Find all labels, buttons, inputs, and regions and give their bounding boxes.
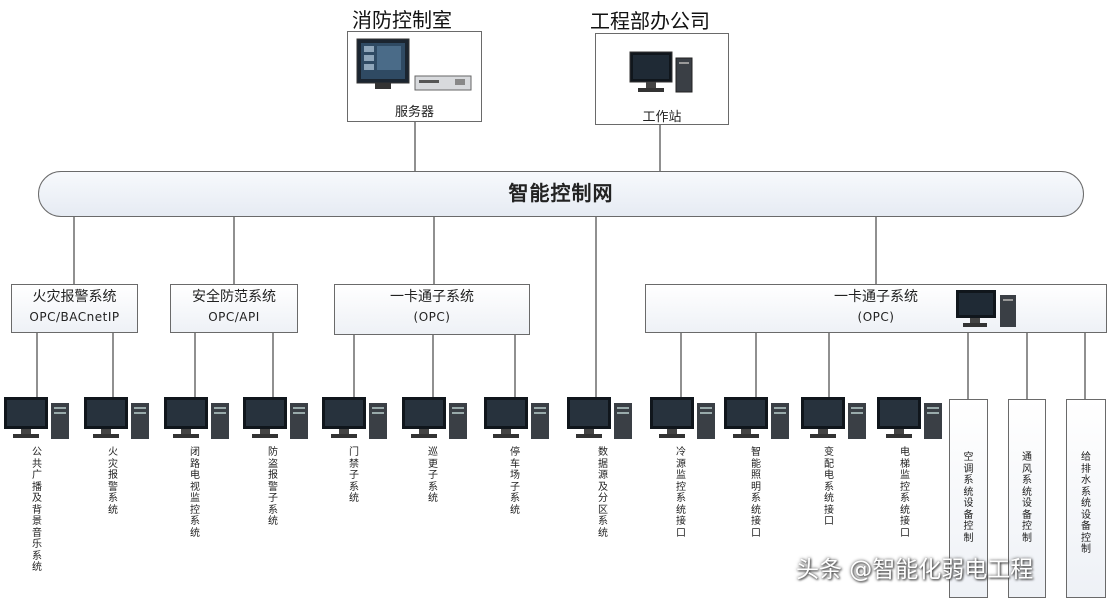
system-name: 火灾报警系统 [32,289,117,305]
terminal-label: 变配电系统接口 [824,447,834,527]
fire-control-room-title: 消防控制室 [352,8,452,32]
server-box: 服务器 [347,31,482,122]
computer-icon [3,395,73,443]
computer-icon [242,395,312,443]
system-name: 安全防范系统 [192,289,276,305]
control-box-label: 通风系统设备控制 [1022,452,1032,544]
terminal-label: 门禁子系统 [349,447,359,504]
control-box-label: 给排水系统设备控制 [1081,452,1091,555]
system-protocol: (OPC) [413,310,451,324]
terminal-label: 防盗报警子系统 [268,447,278,527]
intelligent-control-network: 智能控制网 [38,171,1084,217]
system-protocol: (OPC) [857,310,895,324]
system-protocol: OPC/API [208,310,260,324]
control-box-ventilation: 通风系统设备控制 [1008,399,1046,598]
workstation-icon [629,51,693,93]
terminal-label: 闭路电视监控系统 [190,447,200,539]
computer-icon [723,395,793,443]
control-box-hvac: 空调系统设备控制 [949,399,988,598]
computer-icon [83,395,153,443]
terminal-label: 电梯监控系统接口 [900,447,910,539]
terminal-label: 冷源监控系统接口 [676,447,686,539]
terminal-label: 火灾报警系统 [108,447,118,516]
workstation-caption: 工作站 [642,110,682,125]
terminal-label: 停车场子系统 [510,447,520,516]
engineering-office-title: 工程部办公司 [590,9,710,33]
server-caption: 服务器 [394,105,434,120]
system-name: 一卡通子系统 [390,289,474,305]
workstation-box: 工作站 [595,33,729,125]
system-protocol: OPC/BACnetIP [29,310,120,324]
computer-icon [483,395,553,443]
system-box-security: 安全防范系统 OPC/API [170,284,298,333]
terminal-label: 巡更子系统 [428,447,438,504]
system-box-card-2: 一卡通子系统 (OPC) [645,284,1107,333]
system-name: 一卡通子系统 [834,289,918,305]
terminal-label: 智能照明系统接口 [751,447,761,539]
terminal-label: 公共广播及背景音乐系统 [32,447,42,573]
server-icon [356,38,472,91]
computer-icon [876,395,946,443]
computer-icon [401,395,471,443]
computer-icon [800,395,870,443]
computer-icon [321,395,391,443]
computer-icon [163,395,233,443]
terminal-label: 数据源及分区系统 [598,447,608,539]
watermark-text: 头条 @智能化弱电工程 [796,557,1034,583]
system-box-fire-alarm: 火灾报警系统 OPC/BACnetIP [11,284,138,333]
computer-icon [956,290,1016,327]
system-box-card-1: 一卡通子系统 (OPC) [334,284,530,335]
computer-icon [649,395,719,443]
computer-icon [566,395,636,443]
control-box-water: 给排水系统设备控制 [1066,399,1106,598]
control-box-label: 空调系统设备控制 [963,452,974,544]
